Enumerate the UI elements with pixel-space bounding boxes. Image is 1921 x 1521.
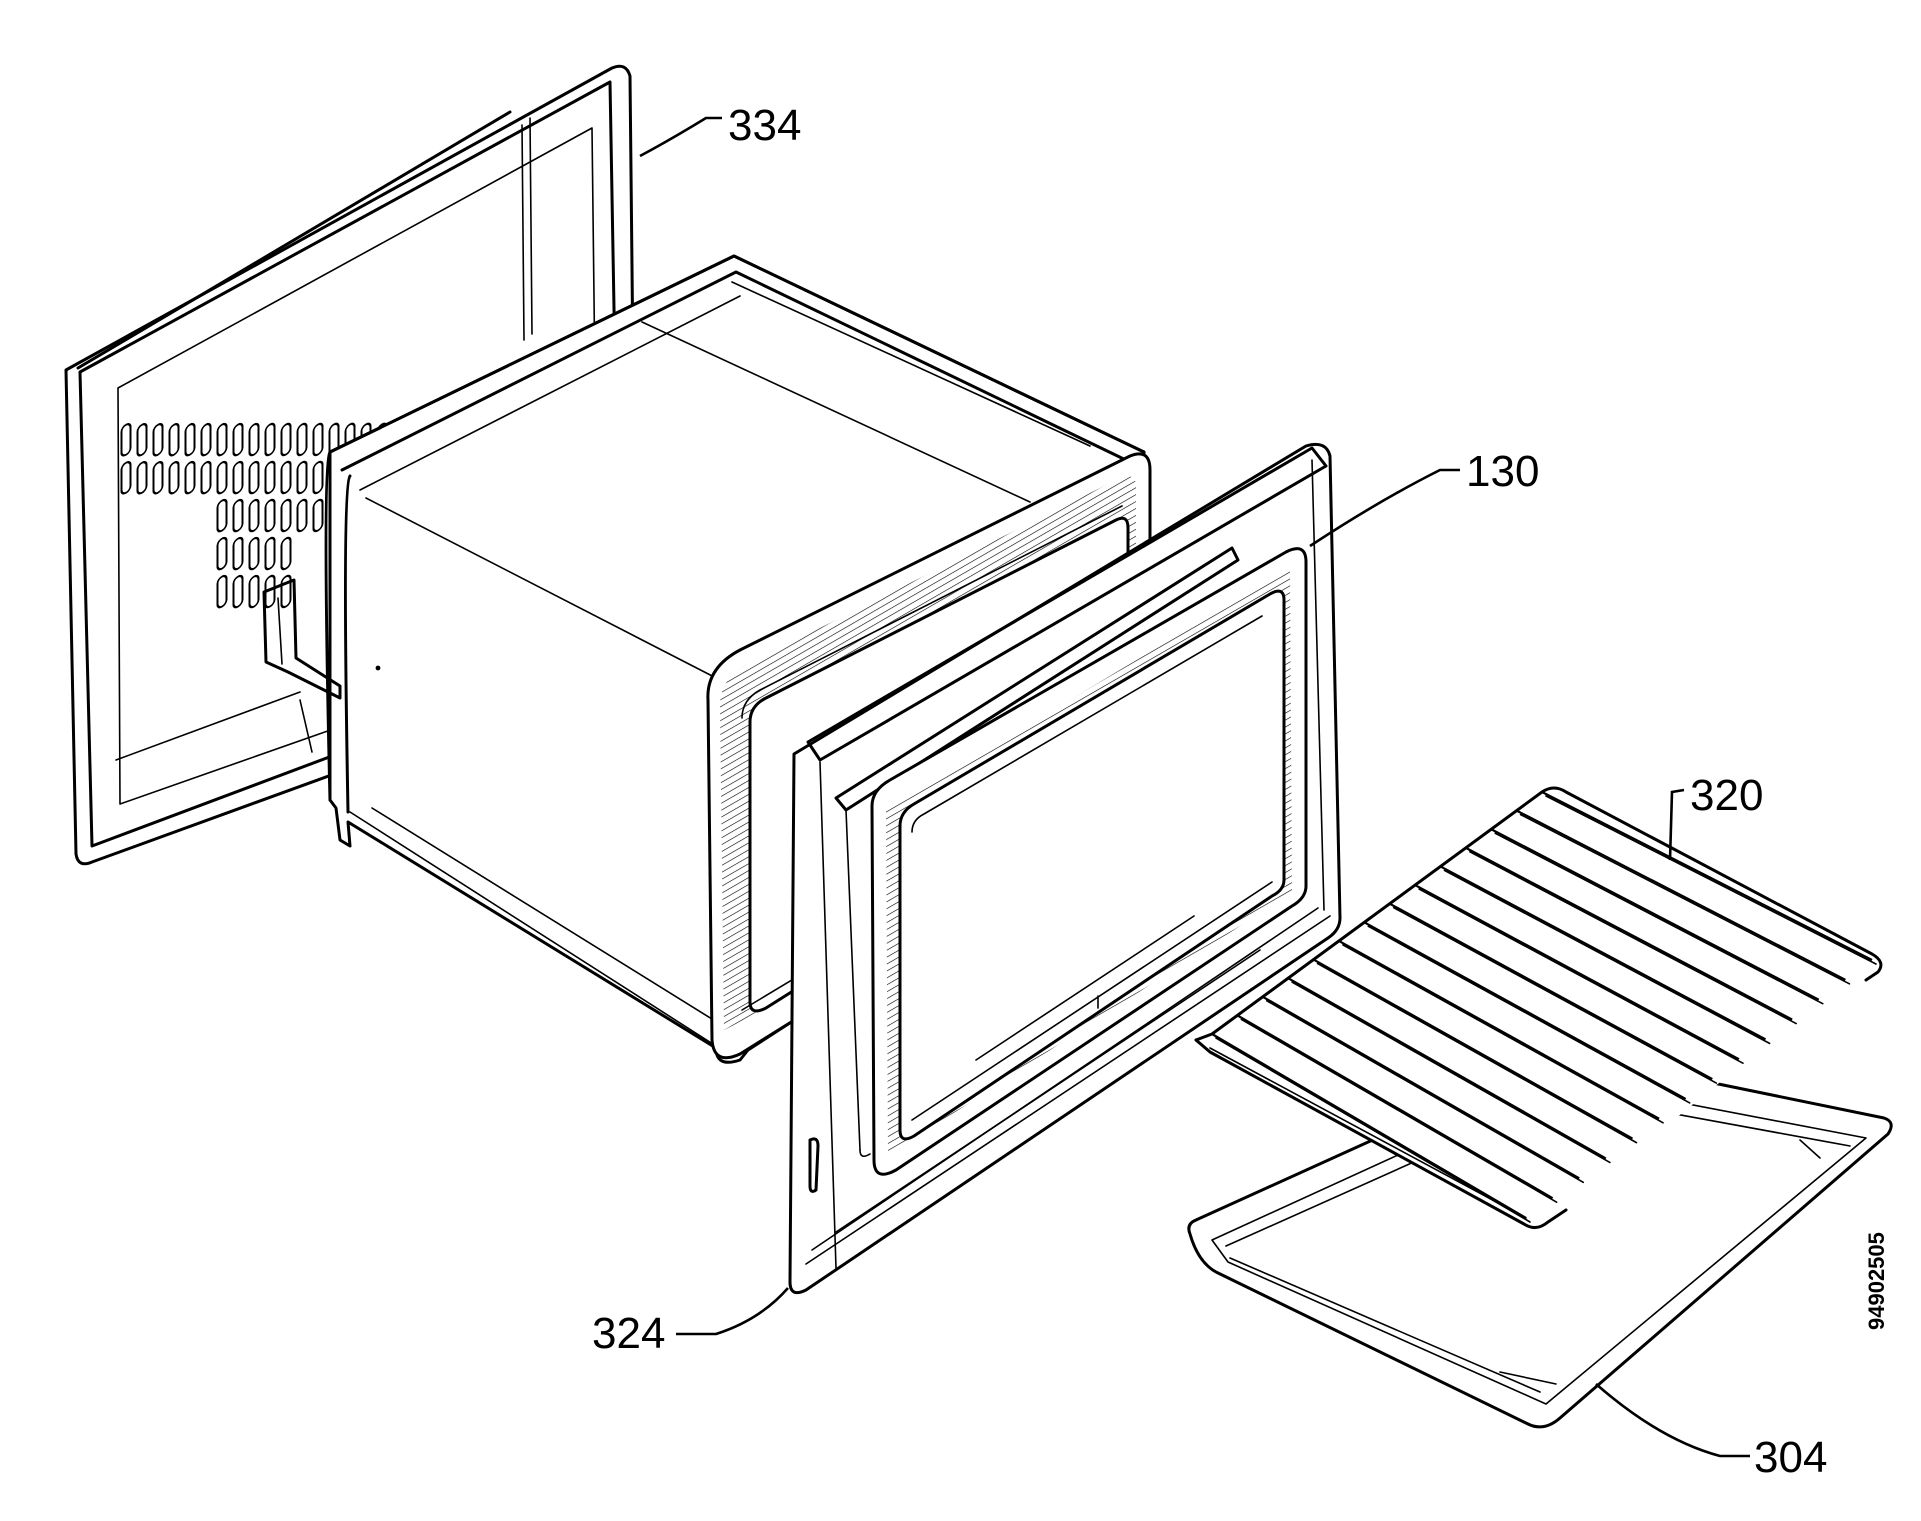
vent-slot	[232, 460, 244, 495]
rack-wire-shadow	[1443, 869, 1771, 1045]
label-334: 334	[728, 101, 801, 150]
vent-slot	[312, 422, 324, 457]
vent-slot	[248, 574, 260, 609]
vent-slot	[248, 536, 260, 571]
vent-slot	[264, 536, 276, 571]
part-labels: 334 130 320 324 304 94902505	[592, 101, 1889, 1482]
rack-wire	[1262, 995, 1580, 1180]
vent-slot	[264, 498, 276, 533]
rack-wire	[1465, 846, 1793, 1021]
vent-slot	[216, 460, 228, 495]
vent-slot	[136, 461, 148, 495]
vent-slot	[280, 422, 292, 457]
rack-wire	[1414, 884, 1740, 1061]
vent-slot	[216, 422, 228, 457]
vent-slot	[296, 460, 308, 495]
vent-slot	[232, 574, 244, 609]
label-130: 130	[1466, 447, 1539, 496]
vent-slot	[264, 460, 276, 495]
rack-wire-shadow	[1291, 981, 1611, 1164]
rack-wire	[1516, 809, 1846, 981]
vent-slot	[248, 460, 260, 495]
rack-wire	[1439, 865, 1767, 1041]
vent-slot	[312, 498, 324, 533]
vent-slot	[248, 498, 260, 533]
vent-slot	[216, 574, 228, 609]
vent-slot	[184, 460, 196, 495]
inner-glass-frame	[870, 547, 1308, 1176]
vent-slot	[280, 460, 292, 495]
rack-wire-shadow	[1545, 795, 1877, 965]
vent-slot	[232, 536, 244, 571]
label-320: 320	[1690, 771, 1763, 820]
rack-wire-shadow	[1519, 813, 1851, 985]
rack-wire	[1363, 921, 1687, 1100]
rack-wire	[1541, 791, 1873, 961]
rack-wire	[1338, 939, 1660, 1120]
vent-slot	[200, 460, 212, 495]
vent-slot	[232, 422, 244, 457]
rack-wire	[1287, 977, 1607, 1160]
vent-slot	[168, 422, 180, 457]
vent-slot	[216, 536, 228, 571]
rack-wire-shadow	[1265, 999, 1585, 1184]
vent-slot	[296, 422, 308, 457]
label-324: 324	[592, 1309, 665, 1358]
vent-slot	[280, 498, 292, 533]
vent-slot	[232, 498, 244, 533]
rack-wire-shadow	[1240, 1018, 1558, 1203]
vent-slot	[248, 422, 260, 457]
vent-slot	[152, 461, 164, 495]
vent-slot	[280, 536, 292, 571]
vent-slot	[200, 422, 212, 457]
rack-wire	[1312, 958, 1634, 1140]
rack-wire-shadow	[1494, 832, 1824, 1005]
document-number: 94902505	[1864, 1232, 1889, 1330]
vent-slot	[296, 498, 308, 533]
rack-wire-shadow	[1392, 906, 1718, 1084]
rack-wire	[1211, 1033, 1527, 1219]
rack-wire-shadow	[1469, 851, 1797, 1025]
rack-wire	[1490, 828, 1820, 1001]
vent-slot	[264, 422, 276, 457]
rack-wire-shadow	[1316, 962, 1638, 1144]
oven-rack	[1194, 786, 1883, 1232]
rack-wire-shadow	[1342, 944, 1664, 1124]
leader-lines	[639, 116, 1750, 1458]
rack-wire-shadow	[1418, 888, 1744, 1065]
rack-wire	[1236, 1014, 1554, 1200]
rack-wire-shadow	[1367, 925, 1691, 1104]
vent-slot	[312, 460, 324, 495]
label-304: 304	[1754, 1433, 1827, 1482]
rack-wire	[1389, 902, 1713, 1081]
vent-slot	[136, 423, 148, 457]
vent-slot	[184, 422, 196, 457]
vent-slot	[216, 498, 228, 533]
vent-slot	[120, 461, 132, 495]
vent-slot	[120, 423, 132, 457]
vent-slot	[280, 574, 292, 609]
vent-slot	[168, 460, 180, 495]
vent-slot	[152, 423, 164, 457]
